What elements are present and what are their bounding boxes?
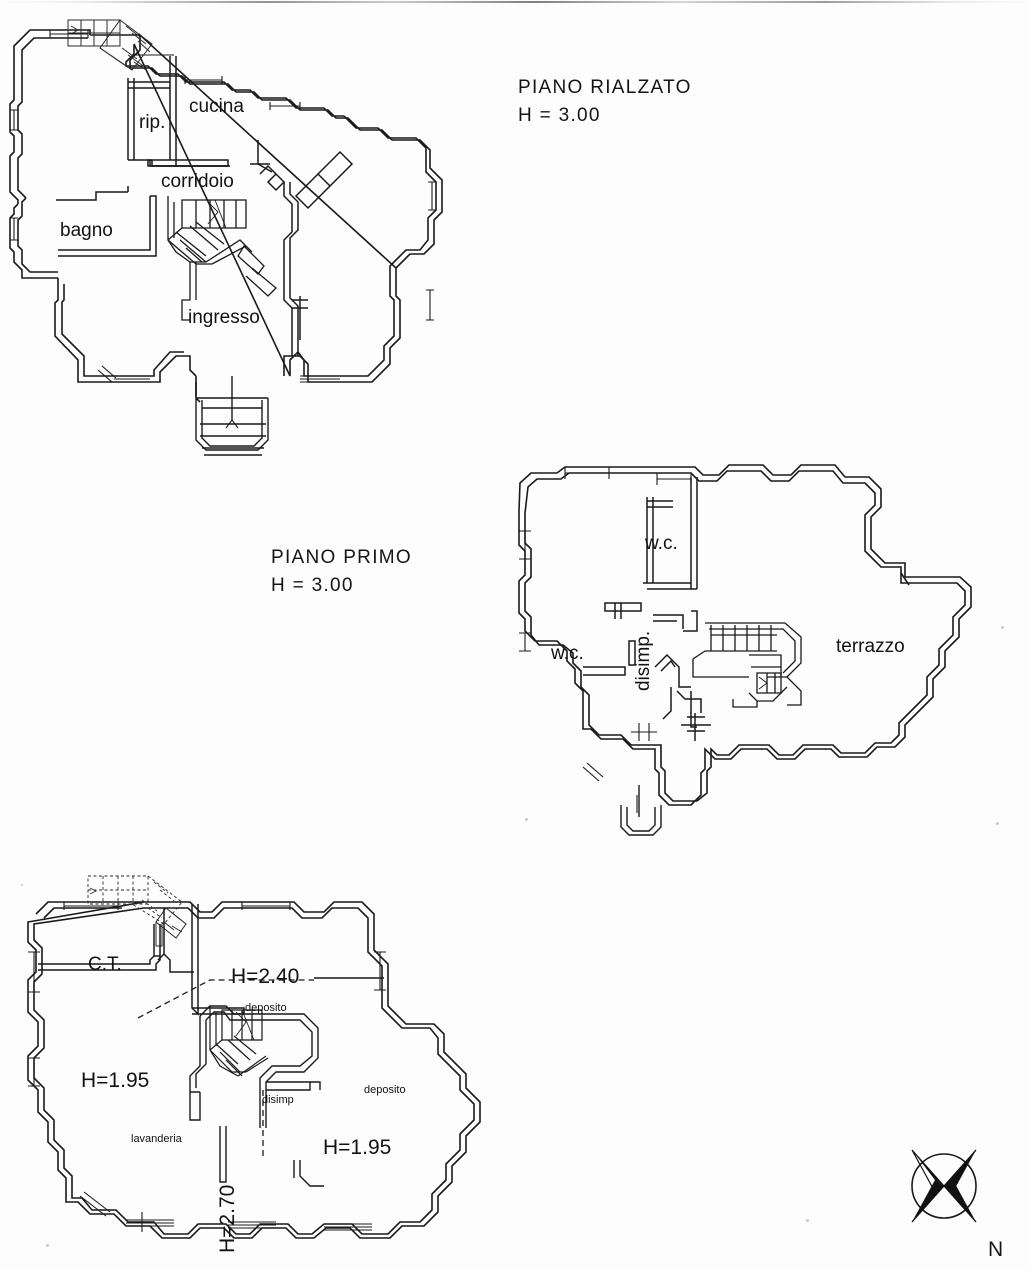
compass-north-label: N [988, 1238, 1004, 1261]
height-label-h-195-right: H=1.95 [323, 1136, 392, 1159]
room-label-ct: C.T. [88, 954, 122, 975]
room-label-rip: rip. [139, 112, 166, 133]
height-label-h-195-left: H=1.95 [81, 1069, 150, 1092]
floor-height-note: H = 3.00 [518, 105, 601, 126]
floor-height-note: H = 3.00 [271, 575, 354, 596]
height-label-h-270: H=2.70 [216, 1184, 239, 1253]
room-label-deposito-1: deposito [245, 1002, 287, 1014]
room-label-disimp-interrato: disimp [262, 1094, 294, 1106]
title-block-piano-rialzato: PIANO RIALZATO H = 3.00 [518, 74, 692, 130]
plan-piano-rialzato [9, 19, 443, 456]
height-label-h-240: H=2.40 [231, 965, 300, 988]
room-label-ingresso: ingresso [188, 307, 260, 328]
room-label-lavanderia: lavanderia [131, 1133, 182, 1145]
room-label-wc-upper: w.c. [645, 533, 678, 554]
room-label-cucina: cucina [189, 96, 244, 117]
plan-piano-primo [518, 464, 972, 836]
room-label-corridoio: corridoio [161, 171, 234, 192]
room-label-wc-lower: w.c. [551, 643, 584, 664]
room-label-terrazzo: terrazzo [836, 636, 905, 657]
room-label-bagno: bagno [60, 220, 113, 241]
title-block-piano-primo: PIANO PRIMO H = 3.00 [271, 544, 412, 600]
room-label-disimp-primo: disimp. [633, 630, 654, 691]
floor-title: PIANO RIALZATO [518, 77, 692, 98]
room-label-deposito-2: deposito [364, 1084, 406, 1096]
plan-piano-interrato [27, 875, 481, 1239]
floor-title: PIANO PRIMO [271, 547, 412, 568]
compass-rose-icon [911, 1149, 977, 1223]
paper-speck [806, 1219, 809, 1222]
